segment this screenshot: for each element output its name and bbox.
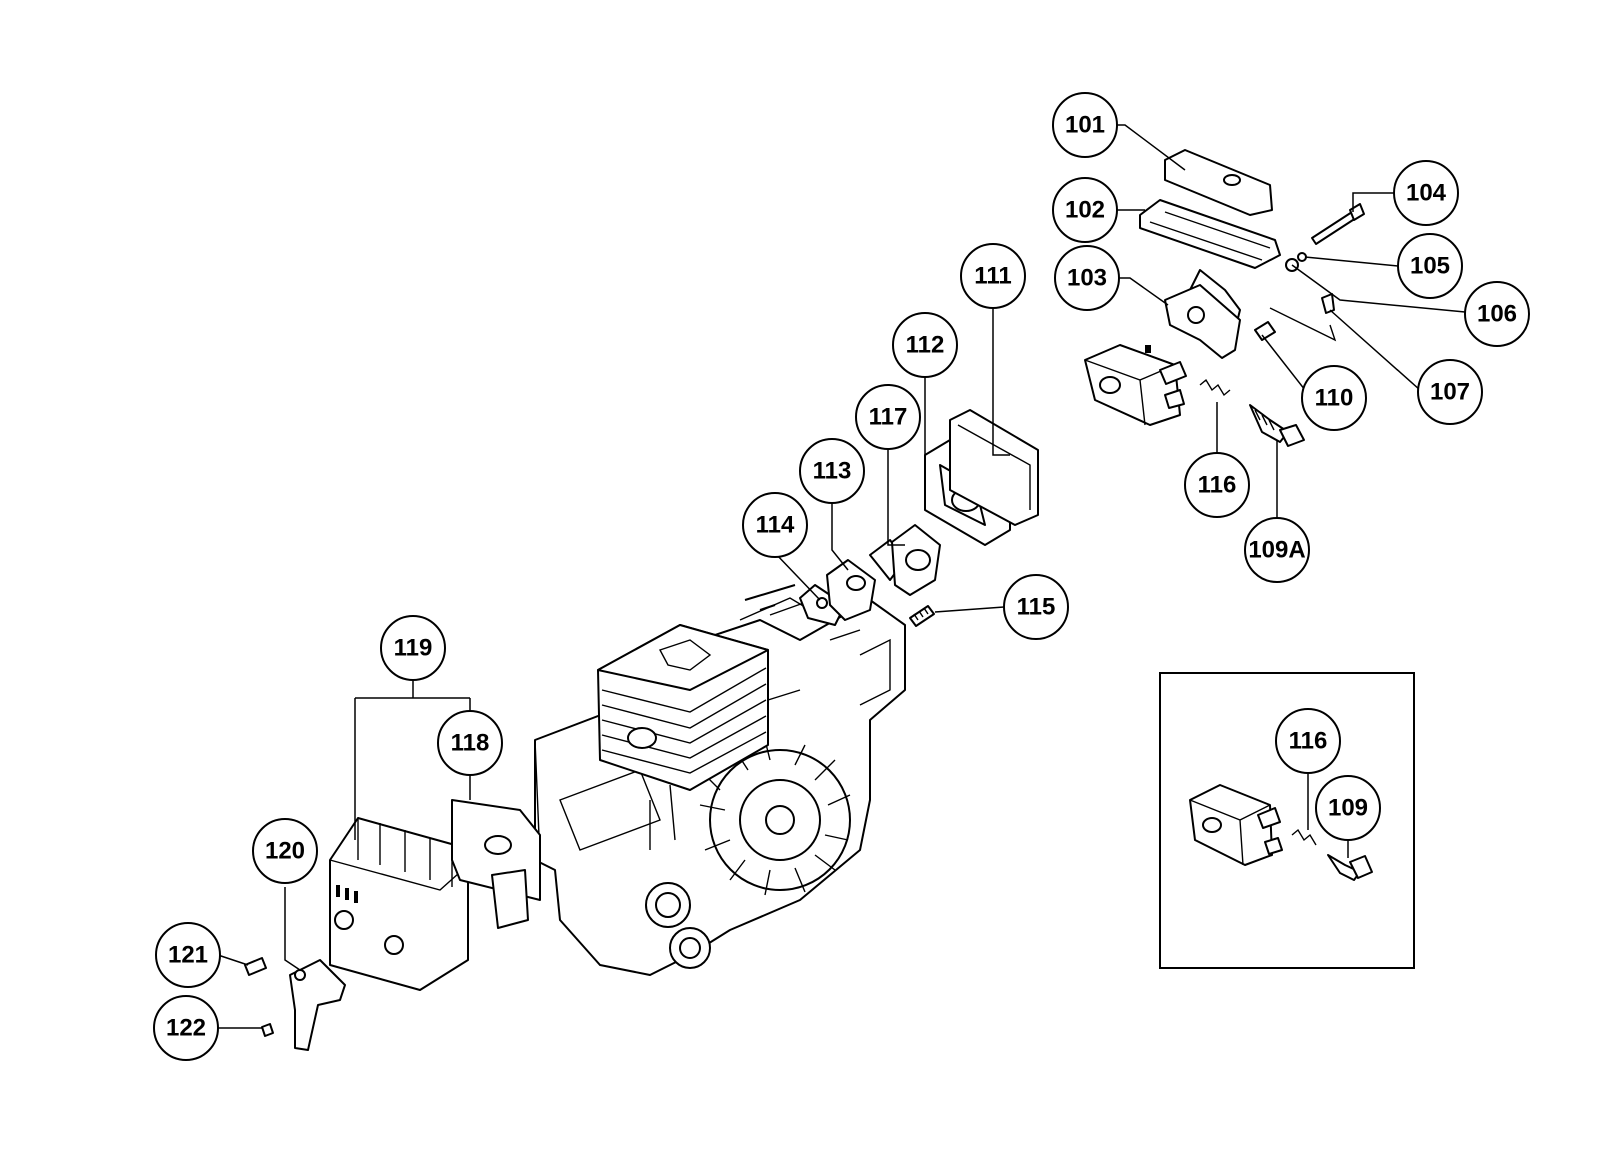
- svg-text:122: 122: [166, 1015, 206, 1042]
- carburetor-drawing: [1084, 344, 1187, 426]
- inset-carburetor-drawing: [1189, 784, 1373, 881]
- idle-screw-spring-drawing: [1199, 378, 1305, 447]
- filter-base-gaskets-drawing: [924, 409, 1039, 546]
- callout-122: 122: [153, 995, 219, 1061]
- svg-text:104: 104: [1406, 180, 1447, 207]
- svg-text:117: 117: [869, 404, 908, 431]
- svg-text:116: 116: [1289, 728, 1328, 755]
- callout-110: 110: [1301, 365, 1367, 431]
- inset-frame: [1159, 672, 1415, 969]
- air-filter-assembly-drawing: [1139, 149, 1281, 359]
- callout-115: 115: [1003, 574, 1069, 640]
- callout-119: 119: [380, 615, 446, 681]
- callout-109: 109: [1315, 775, 1381, 841]
- callout-117: 117: [855, 384, 921, 450]
- svg-text:121: 121: [168, 942, 208, 969]
- callout-114: 114: [742, 492, 808, 558]
- callout-113: 113: [799, 438, 865, 504]
- svg-text:106: 106: [1477, 301, 1517, 328]
- intake-manifold-drawing: [744, 524, 941, 626]
- callout-112: 112: [892, 312, 958, 378]
- callout-120: 120: [252, 818, 318, 884]
- muffler-drawing: [329, 817, 469, 991]
- svg-text:113: 113: [813, 458, 852, 485]
- svg-text:115: 115: [1017, 594, 1056, 621]
- callout-116-inset: 116: [1275, 708, 1341, 774]
- svg-text:109: 109: [1328, 795, 1368, 822]
- callout-109A: 109A: [1244, 517, 1310, 583]
- svg-text:102: 102: [1065, 197, 1105, 224]
- muffler-bracket-drawing: [244, 957, 346, 1051]
- svg-text:111: 111: [974, 263, 1011, 290]
- svg-text:107: 107: [1430, 379, 1470, 406]
- svg-text:101: 101: [1065, 112, 1105, 139]
- svg-text:114: 114: [756, 512, 795, 539]
- cylinder-drawing: [597, 597, 811, 791]
- callout-111: 111: [960, 243, 1026, 309]
- svg-text:112: 112: [906, 332, 945, 359]
- svg-text:110: 110: [1315, 385, 1354, 412]
- callout-106: 106: [1464, 281, 1530, 347]
- muffler-gasket-drawing: [451, 799, 541, 929]
- engine-crankcase-drawing: [534, 589, 906, 976]
- callout-103: 103: [1054, 245, 1120, 311]
- callout-121: 121: [155, 922, 221, 988]
- callout-107: 107: [1417, 359, 1483, 425]
- callout-116: 116: [1184, 452, 1250, 518]
- svg-text:119: 119: [394, 635, 433, 662]
- svg-text:118: 118: [451, 730, 490, 757]
- screw-115-drawing: [909, 605, 935, 627]
- svg-text:116: 116: [1198, 472, 1237, 499]
- filter-fasteners-drawing: [1269, 203, 1365, 342]
- svg-text:105: 105: [1410, 253, 1450, 280]
- svg-text:103: 103: [1067, 265, 1107, 292]
- callout-104: 104: [1393, 160, 1459, 226]
- callout-101: 101: [1052, 92, 1118, 158]
- callout-105: 105: [1397, 233, 1463, 299]
- callout-118: 118: [437, 710, 503, 776]
- callout-102: 102: [1052, 177, 1118, 243]
- svg-text:120: 120: [265, 838, 305, 865]
- svg-text:109A: 109A: [1248, 537, 1305, 564]
